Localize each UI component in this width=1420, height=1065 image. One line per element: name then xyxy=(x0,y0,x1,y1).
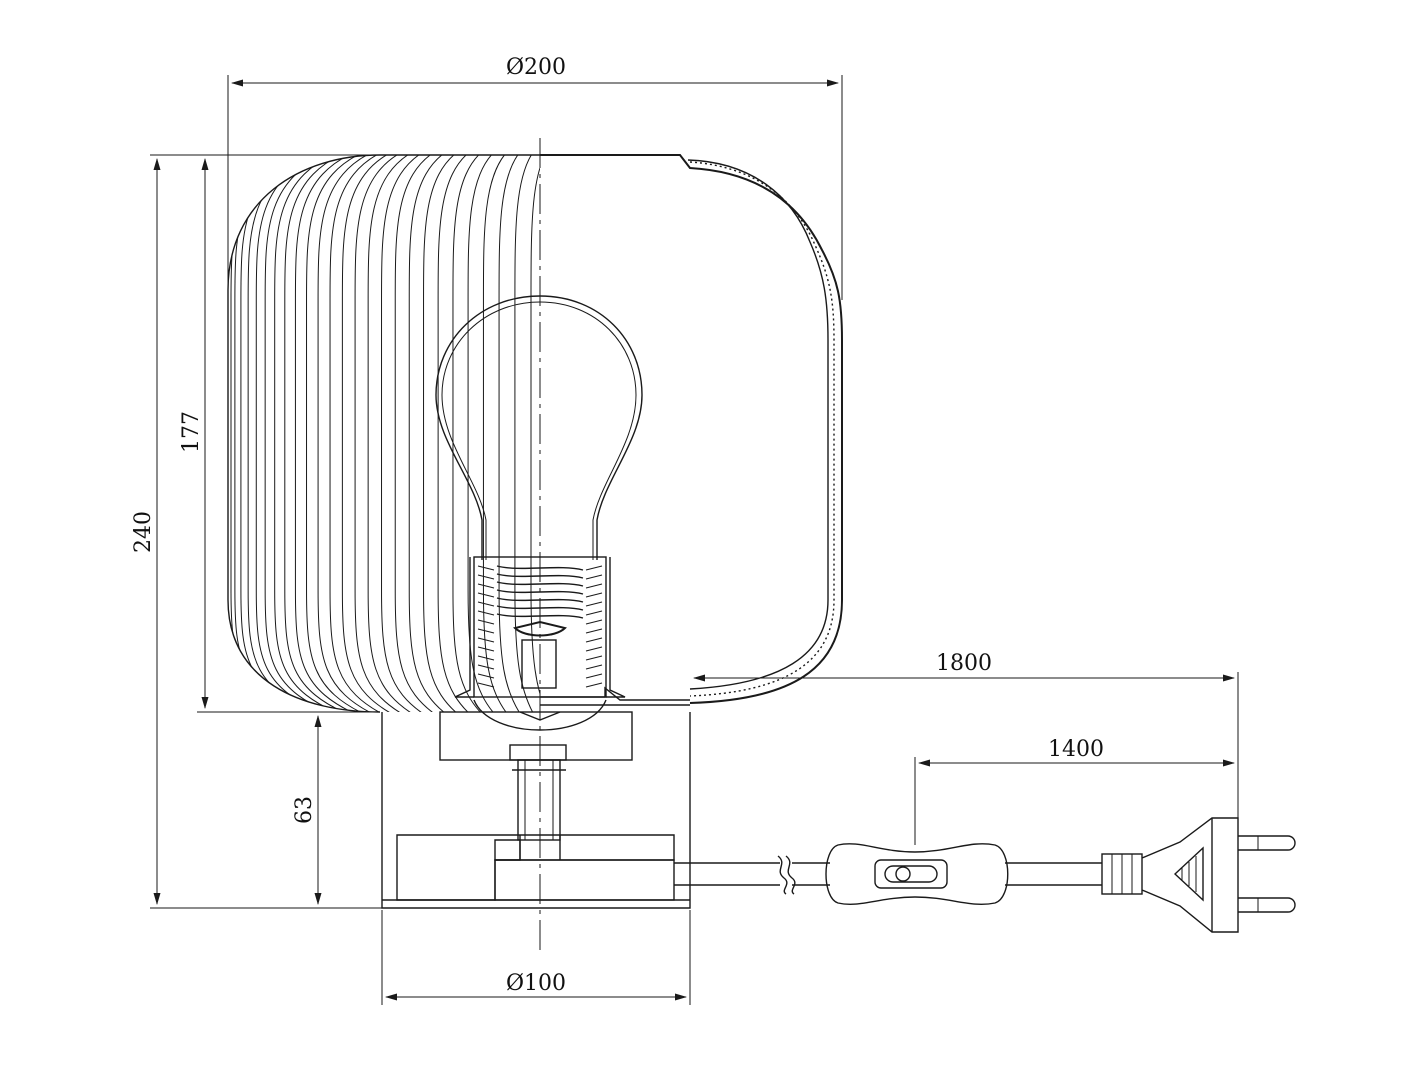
hatch-line xyxy=(477,565,495,571)
dim-base-height: 63 xyxy=(292,796,317,824)
shade-rib xyxy=(240,155,323,712)
shade-rib xyxy=(329,155,387,712)
dim-switch-to-plug: 1400 xyxy=(1048,737,1104,762)
shade-rib xyxy=(437,155,473,712)
hatch-line xyxy=(477,664,495,670)
shade-rib xyxy=(341,155,397,712)
hatch-line xyxy=(477,592,495,598)
hatch-line xyxy=(477,682,495,688)
hatch-line xyxy=(477,646,495,652)
hatch-line xyxy=(585,583,603,589)
dim-total-height: 240 xyxy=(131,511,156,553)
shade-rib xyxy=(354,155,406,712)
dimension-lines xyxy=(150,75,1239,1005)
dim-shade-diameter: Ø200 xyxy=(506,55,566,80)
hatch-line xyxy=(585,619,603,625)
shade-rib xyxy=(264,155,339,712)
dim-base-diameter: Ø100 xyxy=(506,971,566,996)
hatch-line xyxy=(477,583,495,589)
shade-rib xyxy=(452,155,485,712)
dim-shade-height: 177 xyxy=(179,411,204,453)
hatch-line xyxy=(477,628,495,634)
shade-rib xyxy=(498,155,523,712)
hatch-line xyxy=(585,601,603,607)
thread-line xyxy=(496,581,584,587)
shade-rib xyxy=(306,155,369,712)
shade-section-half xyxy=(540,154,843,706)
shade-rib xyxy=(367,155,417,712)
hatch-line xyxy=(585,592,603,598)
shade-ribs xyxy=(230,155,540,712)
power-cable xyxy=(674,855,1102,895)
hatch-line xyxy=(477,619,495,625)
dim-cable-length: 1800 xyxy=(936,651,992,676)
hatch-line xyxy=(477,673,495,679)
lamp-base xyxy=(381,711,691,909)
hatch-line xyxy=(585,574,603,580)
shade-rib xyxy=(381,155,427,712)
shade-rib xyxy=(408,155,449,712)
hatch-line xyxy=(477,610,495,616)
hatch-line xyxy=(585,655,603,661)
hatch-line xyxy=(585,637,603,643)
inline-switch xyxy=(825,843,1009,905)
shade-ribbed-half xyxy=(227,154,540,713)
hatch-line xyxy=(477,574,495,580)
shade-rib xyxy=(294,155,361,712)
hatch-line xyxy=(477,637,495,643)
hatch-line xyxy=(585,664,603,670)
shade-rib xyxy=(317,155,378,712)
hatch-line xyxy=(585,682,603,688)
euro-plug xyxy=(1101,817,1296,933)
shade-rib xyxy=(394,155,438,712)
hatch-line xyxy=(585,646,603,652)
shade-rib xyxy=(274,155,346,712)
shade-rib xyxy=(423,155,461,712)
hatch-line xyxy=(585,628,603,634)
shade-rib xyxy=(482,155,510,712)
hatch-line xyxy=(585,610,603,616)
shade-rib xyxy=(284,155,353,712)
holder-hatch xyxy=(477,565,603,688)
shade-rib xyxy=(467,155,497,712)
hatch-line xyxy=(585,565,603,571)
hatch-line xyxy=(477,655,495,661)
hatch-line xyxy=(585,673,603,679)
light-bulb xyxy=(435,295,643,560)
hatch-line xyxy=(477,601,495,607)
threaded-rod xyxy=(512,759,566,841)
